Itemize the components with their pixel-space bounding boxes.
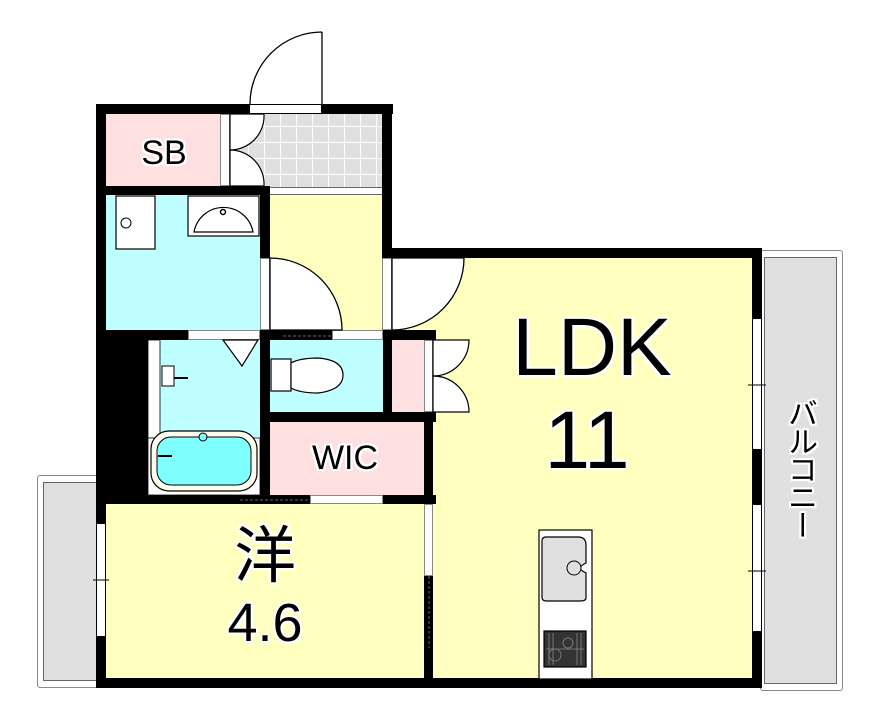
kitchen-sink-icon: [541, 536, 587, 602]
wall: [106, 340, 148, 495]
wall: [260, 412, 436, 422]
toilet-icon: [270, 358, 292, 392]
washroom-door-swing-icon: [269, 257, 343, 331]
room-label-wic: WIC: [311, 439, 379, 477]
balcony-right: [760, 250, 843, 691]
wall: [382, 248, 762, 258]
room-label-balcony: バルコニー: [783, 398, 816, 538]
toilet-door-opening: [332, 330, 383, 340]
wall: [752, 248, 762, 688]
balcony-left: [37, 475, 107, 688]
wic-door-opening: [310, 495, 383, 504]
room-label-sb: SB: [141, 134, 187, 172]
room-label-ldk: LDK: [512, 302, 672, 393]
front-door-swing-icon: [249, 31, 323, 105]
window-ldk-2: [752, 504, 762, 632]
wall: [96, 186, 270, 195]
closet-door-swing-icon: [432, 339, 470, 377]
sb-door-swing-icon: [229, 113, 265, 151]
wall: [96, 104, 106, 688]
wall: [382, 104, 392, 258]
shower-drain-icon: [221, 339, 260, 368]
window-ldk-1: [752, 318, 762, 450]
wic-room: [270, 422, 424, 495]
wall: [383, 330, 392, 422]
front-door-opening: [249, 104, 322, 114]
room-label-western: 洋: [233, 522, 296, 591]
room-area-ldk: 11: [544, 395, 630, 486]
closet-small: [392, 340, 426, 412]
ldk-door-swing-icon: [391, 257, 465, 331]
western-room: [106, 504, 426, 678]
wall: [96, 104, 393, 114]
sb-room: [106, 114, 230, 186]
entrance-step: [268, 187, 382, 195]
room-area-western: 4.6: [227, 593, 303, 653]
western-ldk-door: [424, 504, 433, 576]
